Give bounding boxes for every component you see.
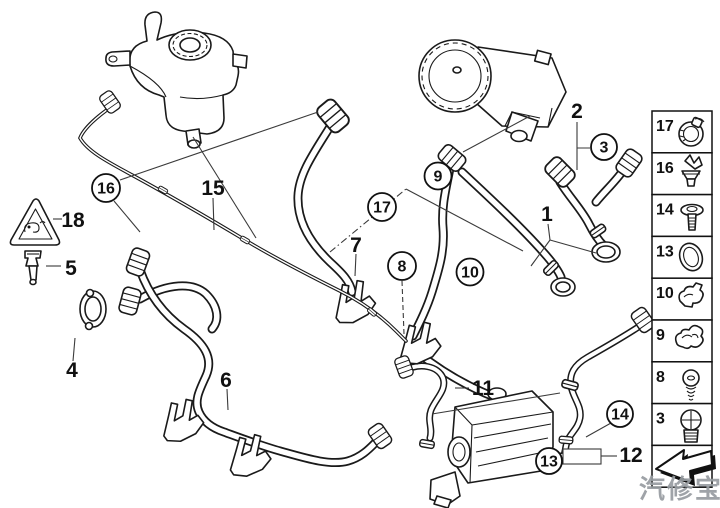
hose-4-flange [79, 288, 107, 331]
label-18[interactable]: 18 [61, 209, 85, 232]
watermark: 汽修宝 [639, 474, 720, 505]
back-arrow-cell[interactable] [651, 444, 716, 488]
label-15[interactable]: 15 [201, 177, 225, 200]
callout-8[interactable]: 8 [387, 251, 417, 281]
svg-text:18: 18 [61, 209, 85, 232]
label-1[interactable]: 1 [541, 203, 553, 226]
callout-9[interactable]: 9 [423, 161, 453, 191]
hose-clip-icon [678, 282, 704, 308]
hose-clamp-icon [678, 116, 705, 147]
sidebar-cell-8[interactable]: 8 [651, 361, 713, 405]
hose-11 [404, 366, 444, 438]
label-2[interactable]: 2 [571, 100, 583, 123]
svg-text:17: 17 [373, 200, 391, 217]
svg-text:1: 1 [541, 203, 553, 226]
sidebar-cell-17[interactable]: 17 [651, 110, 713, 154]
svg-text:3: 3 [600, 140, 609, 157]
o-ring-icon [678, 242, 704, 272]
svg-text:13: 13 [656, 243, 674, 260]
svg-text:17: 17 [656, 118, 674, 135]
hose-12 [563, 324, 643, 459]
svg-text:16: 16 [97, 181, 115, 198]
label-11[interactable]: 11 [472, 377, 495, 400]
leader-lines [46, 111, 617, 465]
label-12[interactable]: 12 [619, 444, 642, 467]
callout-16[interactable]: 16 [91, 173, 121, 203]
svg-text:14: 14 [656, 202, 674, 219]
spring-screw-icon [682, 369, 700, 401]
sidebar-cell-3[interactable]: 3 [651, 402, 713, 447]
warning-triangle [9, 198, 61, 246]
sidebar-cell-14[interactable]: 14 [651, 193, 713, 238]
thermostat-pump [418, 39, 567, 143]
svg-text:7: 7 [350, 234, 362, 257]
svg-text:10: 10 [461, 265, 479, 282]
label-6[interactable]: 6 [220, 369, 232, 392]
label-7[interactable]: 7 [350, 234, 362, 257]
label-5[interactable]: 5 [65, 257, 77, 280]
double-clip-icon [674, 324, 704, 350]
label-4[interactable]: 4 [66, 359, 78, 382]
oil-cooler [429, 387, 554, 508]
svg-text:8: 8 [656, 369, 665, 386]
svg-text:9: 9 [656, 327, 665, 344]
svg-text:5: 5 [65, 257, 77, 280]
svg-text:14: 14 [611, 407, 629, 424]
svg-text:4: 4 [66, 359, 78, 382]
callout-17[interactable]: 17 [367, 192, 397, 222]
plug-screw-icon [680, 409, 702, 443]
part-12-bracket [562, 448, 602, 465]
svg-text:8: 8 [398, 259, 407, 276]
screw-icon [680, 203, 704, 231]
sidebar-cell-16[interactable]: 16 [651, 152, 713, 196]
callout-14[interactable]: 14 [606, 400, 634, 428]
sidebar-cell-9[interactable]: 9 [651, 319, 713, 363]
scalding-warning-icon [24, 220, 46, 233]
svg-text:16: 16 [656, 160, 674, 177]
expansion-tank [105, 11, 248, 149]
svg-text:15: 15 [201, 177, 225, 200]
svg-text:13: 13 [540, 454, 558, 471]
back-arrow-icon [655, 449, 716, 486]
sidebar-cell-13[interactable]: 13 [651, 235, 713, 279]
tank-cap [168, 29, 212, 61]
callout-13[interactable]: 13 [535, 447, 563, 475]
svg-text:2: 2 [571, 100, 583, 123]
hose-7 [298, 122, 352, 292]
callout-10[interactable]: 10 [455, 257, 485, 287]
svg-text:6: 6 [220, 369, 232, 392]
svg-text:10: 10 [656, 285, 674, 302]
svg-text:3: 3 [656, 411, 665, 428]
svg-text:11: 11 [472, 377, 495, 400]
sidebar-cell-10[interactable]: 10 [651, 277, 713, 321]
parts-sidebar: 17 16 14 [651, 110, 716, 488]
expanding-rivet-icon [681, 154, 703, 187]
svg-text:9: 9 [434, 169, 443, 186]
coolant-sensor [24, 250, 42, 286]
callout-3[interactable]: 3 [590, 133, 618, 161]
svg-text:12: 12 [619, 444, 642, 467]
